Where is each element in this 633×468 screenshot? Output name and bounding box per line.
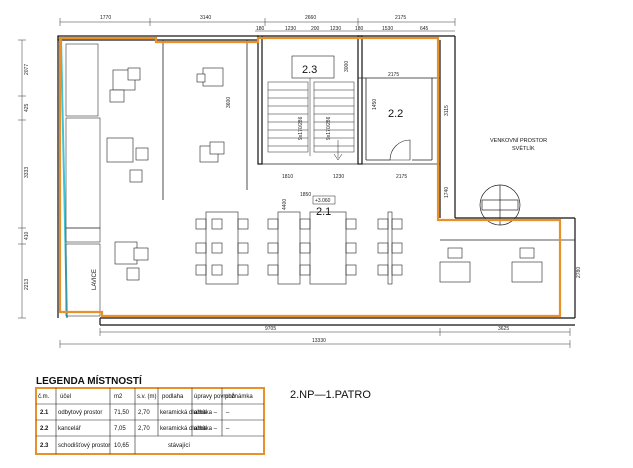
dim-1810: 1810 — [282, 174, 293, 180]
dim-1230: 1230 — [333, 174, 344, 180]
dim-left-3333: 3333 — [24, 167, 30, 178]
legend-row-3-m2: 10,65 — [114, 443, 130, 449]
legend-row-1-m2: 71,50 — [114, 410, 130, 416]
skylight-label: SVĚTLÍK — [512, 144, 535, 152]
legend-header-upravy: úpravy povrchů — [194, 393, 235, 400]
dim-top-2660: 2660 — [305, 15, 316, 21]
legend-title: LEGENDA MÍSTNOSTÍ — [36, 374, 142, 387]
level-mark-box — [312, 195, 336, 205]
outdoor-space-label: VENKOVNÍ PROSTOR — [490, 137, 547, 144]
dim-top-2175: 2175 — [395, 15, 406, 21]
legend-row-1-podlaha: keramická dlažba — [160, 410, 207, 416]
dim-sub-1230b: 1230 — [330, 26, 341, 32]
level-mark: +3.060 — [315, 198, 331, 204]
revolving-door — [479, 184, 521, 226]
legend-header-m2: m2 — [114, 394, 123, 400]
legend-row-1-upravy: omítka – — [194, 410, 218, 416]
legend-row-2-podlaha: keramická dlažba — [160, 426, 207, 432]
dim-1850: 1850 — [300, 192, 311, 198]
legend-row-3-note: stávající — [168, 443, 190, 449]
dim-sub-180a: 180 — [256, 26, 265, 32]
legend-row-2-ucel: kancelář — [58, 426, 82, 432]
dim-bottom-3625: 3625 — [498, 326, 509, 332]
room-2-3-label: 2.3 — [302, 64, 317, 76]
legend-row-3-ucel: schodišťový prostor — [58, 443, 110, 449]
dimension-top — [59, 18, 456, 32]
legend-row-3-cm: 2.3 — [40, 443, 49, 449]
dim-sub-200: 200 — [311, 26, 320, 32]
legend-row-1-cm: 2.1 — [40, 410, 49, 416]
legend-header-sv: s.v. (m) — [137, 394, 157, 400]
table-rows — [205, 211, 393, 285]
dim-2780: 2780 — [576, 267, 582, 278]
legend-row-1-sv: 2,70 — [138, 410, 150, 416]
legend-row-1-poznamka: – — [226, 410, 230, 416]
dim-bottom-9705: 9705 — [265, 326, 276, 332]
staircase — [267, 78, 355, 161]
door-2-2 — [389, 139, 411, 161]
legend-row-1-ucel: odbytový prostor — [58, 410, 102, 416]
dim-sub-1530: 1530 — [382, 26, 393, 32]
dim-2175b: 2175 — [396, 174, 407, 180]
dim-1450: 1450 — [372, 99, 378, 110]
dim-left-425: 425 — [24, 103, 30, 112]
dim-3600: 3600 — [226, 97, 232, 108]
dim-4400: 4400 — [282, 199, 288, 210]
dimension-left — [18, 39, 26, 319]
dim-bottom-13330: 13330 — [312, 338, 326, 344]
stair-label-2: 9x170/286 — [326, 116, 332, 140]
legend-row-2-cm: 2.2 — [40, 426, 49, 432]
dim-sub-180b: 180 — [355, 26, 364, 32]
dim-sub-645: 645 — [420, 26, 429, 32]
dim-left-410: 410 — [24, 231, 30, 240]
interior-partitions — [162, 40, 575, 241]
legend-row-2-m2: 7,05 — [114, 426, 126, 432]
legend-row-2-sv: 2,70 — [138, 426, 150, 432]
dim-sub-1230a: 1230 — [285, 26, 296, 32]
dim-3115: 3115 — [444, 105, 450, 116]
room-boundary-outline — [58, 36, 562, 318]
legend-header-ucel: účel — [60, 394, 71, 400]
legend-row-2-upravy: omítka – — [194, 426, 218, 432]
dim-2175a: 2175 — [388, 72, 399, 78]
bench-label: LAVICE — [92, 269, 98, 290]
room-2-2-label: 2.2 — [388, 108, 403, 120]
legend-row-2-poznamka: – — [226, 426, 230, 432]
legend-header-cm: č.m. — [38, 394, 50, 400]
dim-top-1770: 1770 — [100, 15, 111, 21]
floor-title: 2.NP—1.PATRO — [290, 389, 371, 401]
dim-left-2077: 2077 — [24, 64, 30, 75]
stair-label-1: 9x170/286 — [298, 116, 304, 140]
legend-table — [35, 387, 265, 455]
left-column — [65, 43, 101, 317]
dim-top-3140: 3140 — [200, 15, 211, 21]
dim-left-2213: 2213 — [24, 279, 30, 290]
legend-header-podlaha: podlaha — [162, 394, 184, 400]
dimension-bottom — [59, 328, 571, 348]
dim-1740: 1740 — [444, 187, 450, 198]
dim-3000: 3000 — [344, 61, 350, 72]
room-2-3-box — [291, 55, 335, 79]
legend-header-poznamka: poznámka — [225, 394, 253, 400]
furniture — [106, 67, 543, 283]
